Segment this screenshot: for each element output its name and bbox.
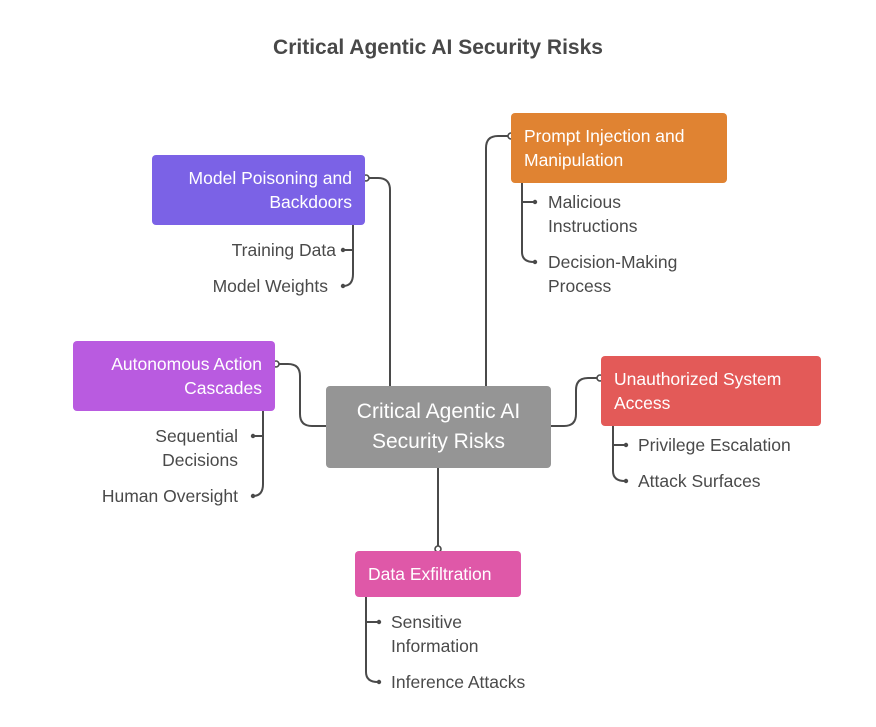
leaf-dot: [340, 283, 346, 289]
leaf-dot: [623, 442, 629, 448]
leaf-dot: [623, 478, 629, 484]
leaf-sequential-decisions: Sequential Decisions: [155, 426, 238, 470]
branch-label: Prompt Injection and Manipulation: [524, 126, 685, 170]
leaf-privilege-escalation: Privilege Escalation: [638, 435, 791, 455]
leaf-dot: [250, 433, 256, 439]
connector-model-poisoning-children: [342, 225, 354, 287]
branch-label: Model Poisoning and Backdoors: [188, 168, 352, 212]
diagram-title: Critical Agentic AI Security Risks: [273, 36, 603, 59]
branch-data-exfiltration[interactable]: Data Exfiltration: [355, 551, 521, 597]
central-node-label: Critical Agentic AI Security Risks: [356, 400, 521, 453]
leaf-human-oversight: Human Oversight: [101, 486, 238, 506]
leaf-inference-attacks: Inference Attacks: [391, 672, 526, 692]
branch-unauthorized-system-access[interactable]: Unauthorized System Access: [601, 356, 821, 426]
leaf-dot: [250, 493, 256, 499]
connector-central-autonomous: [276, 363, 326, 427]
connector-exfiltration-children: [365, 597, 379, 683]
leaf-dot: [376, 619, 382, 625]
connector-central-unauthorized: [551, 377, 600, 427]
connector-central-model-poisoning: [366, 177, 391, 386]
branch-label: Data Exfiltration: [368, 564, 492, 584]
leaf-attack-surfaces: Attack Surfaces: [638, 471, 761, 491]
leaf-malicious-instructions: Malicious Instructions: [548, 192, 638, 236]
leaf-decision-making-process: Decision-Making Process: [548, 252, 678, 296]
branch-label: Autonomous Action Cascades: [111, 354, 262, 398]
connector-prompt-injection-children: [521, 183, 535, 263]
leaf-dot: [532, 199, 538, 205]
leaf-model-weights: Model Weights: [212, 276, 328, 296]
connector-central-prompt-injection: [485, 135, 511, 386]
branch-label: Unauthorized System Access: [614, 369, 782, 413]
leaf-dot: [340, 247, 346, 253]
connector-unauthorized-children: [612, 426, 626, 482]
connector-autonomous-children: [252, 411, 264, 497]
branch-autonomous-action-cascades[interactable]: Autonomous Action Cascades: [73, 341, 275, 411]
branch-prompt-injection[interactable]: Prompt Injection and Manipulation: [511, 113, 727, 183]
branch-model-poisoning[interactable]: Model Poisoning and Backdoors: [152, 155, 365, 225]
leaf-training-data: Training Data: [231, 240, 336, 260]
leaf-dot: [376, 679, 382, 685]
leaf-dot: [532, 259, 538, 265]
leaf-sensitive-information: Sensitive Information: [391, 612, 479, 656]
central-node[interactable]: Critical Agentic AI Security Risks: [326, 386, 551, 468]
